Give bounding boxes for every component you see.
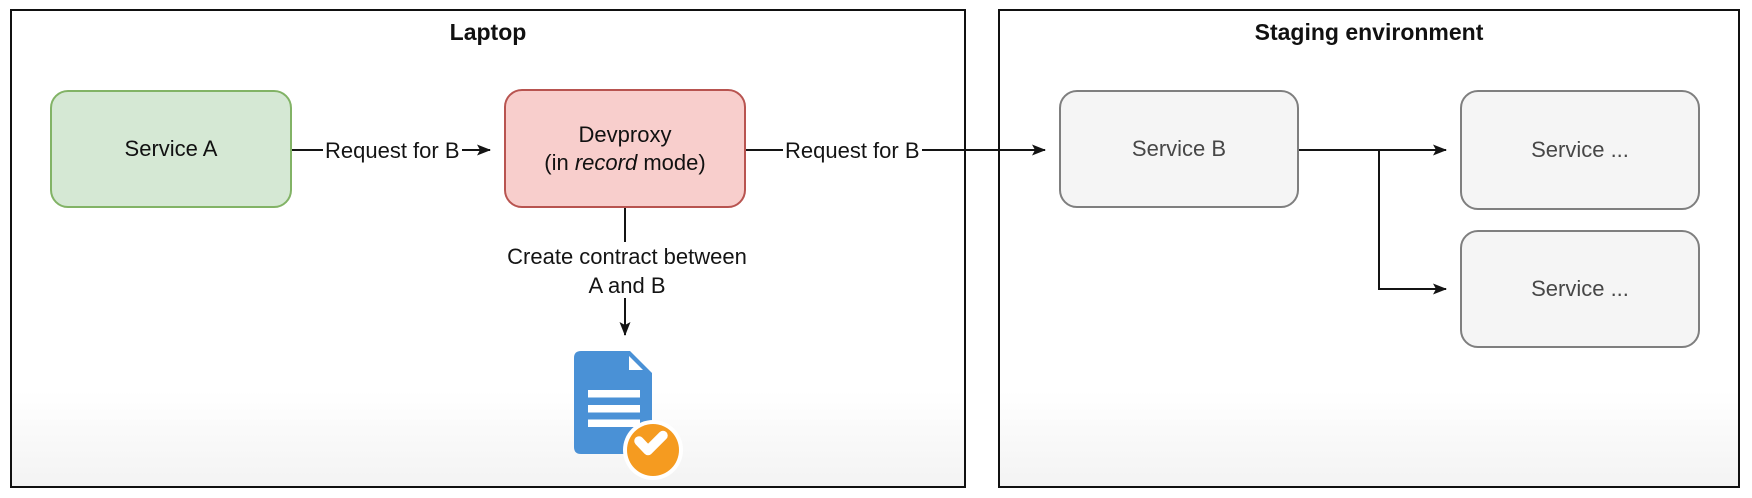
devproxy-node: Devproxy (in record mode) <box>504 89 746 208</box>
laptop-title: Laptop <box>449 19 527 45</box>
service-b-node: Service B <box>1059 90 1299 208</box>
edge-label-request-for-b-1: Request for B <box>323 138 462 164</box>
devproxy-mode-emphasis: record <box>574 149 638 175</box>
edge-label-request-for-b-2: Request for B <box>783 138 922 164</box>
staging-title: Staging environment <box>1254 19 1484 45</box>
laptop-container <box>10 9 966 488</box>
edge-label-create-contract: Create contract between A and B <box>507 242 747 300</box>
create-contract-line1: Create contract between <box>507 244 747 269</box>
service-more-bottom-node: Service ... <box>1460 230 1700 348</box>
check-mark <box>634 430 668 456</box>
document-text-lines <box>588 390 640 427</box>
service-a-node: Service A <box>50 90 292 208</box>
service-more-top-label: Service ... <box>1531 137 1629 162</box>
document-fold-corner <box>629 356 643 370</box>
service-a-label: Service A <box>124 136 218 161</box>
service-b-label: Service B <box>1131 136 1227 161</box>
devproxy-label-line2: (in record mode) <box>544 149 706 175</box>
document-with-checkmark-icon <box>574 351 683 480</box>
create-contract-line2: A and B <box>588 273 666 298</box>
service-more-top-node: Service ... <box>1460 90 1700 210</box>
devproxy-label-line1: Devproxy <box>578 121 672 147</box>
service-more-bottom-label: Service ... <box>1531 276 1629 301</box>
